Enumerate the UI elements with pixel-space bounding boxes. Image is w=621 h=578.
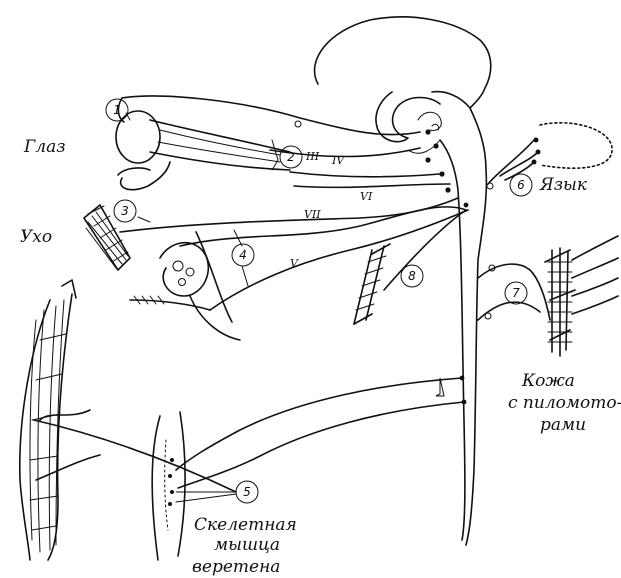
marker-7: 7: [505, 282, 527, 304]
svg-text:6: 6: [517, 178, 525, 192]
svg-text:2: 2: [287, 150, 295, 164]
ear-drawing: [84, 205, 240, 340]
trigeminal-nerve: [210, 210, 468, 310]
nerve-label-vi: VI: [360, 190, 373, 203]
pathway-1: [122, 96, 420, 135]
muscle-spindle: [152, 412, 185, 560]
svg-text:7: 7: [512, 286, 520, 300]
label-skin-1: Кожа: [521, 371, 575, 391]
label-ear: Ухо: [20, 227, 52, 247]
marker-3: 3: [114, 200, 136, 222]
facial-nerve: [120, 198, 458, 232]
label-muscle-2: мышца: [214, 535, 280, 555]
svg-text:4: 4: [239, 248, 247, 262]
marker-8: 8: [401, 265, 423, 287]
marker-4: 4: [232, 244, 254, 266]
label-muscle-3: веретена: [192, 557, 280, 577]
svg-text:5: 5: [243, 485, 251, 499]
marker-2: 2: [280, 146, 302, 168]
marker-5: 5: [236, 481, 258, 503]
nerve-label-vii: VII: [304, 208, 321, 221]
label-tongue: Язык: [539, 175, 588, 195]
nerve-label-iii: III: [305, 150, 320, 163]
marker-1: 1: [106, 99, 128, 121]
pathway-5: [176, 378, 462, 470]
nerve-label-v: V: [290, 257, 299, 270]
nerve-label-iv: IV: [331, 154, 345, 167]
vessel-drawing: [354, 244, 390, 324]
marker-6: 6: [510, 174, 532, 196]
svg-text:8: 8: [408, 269, 416, 283]
svg-text:3: 3: [121, 204, 129, 218]
label-muscle-1: Скелетная: [194, 515, 297, 535]
label-skin-3: рами: [540, 415, 586, 435]
brain-hemisphere: [315, 17, 491, 108]
skin-drawing: [545, 236, 618, 356]
skeletal-muscle-left: [20, 280, 100, 560]
label-eye: Глаз: [23, 137, 66, 157]
eye-drawing: [116, 111, 290, 190]
label-skin-2: с пиломото-: [508, 393, 621, 413]
svg-text:1: 1: [113, 103, 121, 117]
